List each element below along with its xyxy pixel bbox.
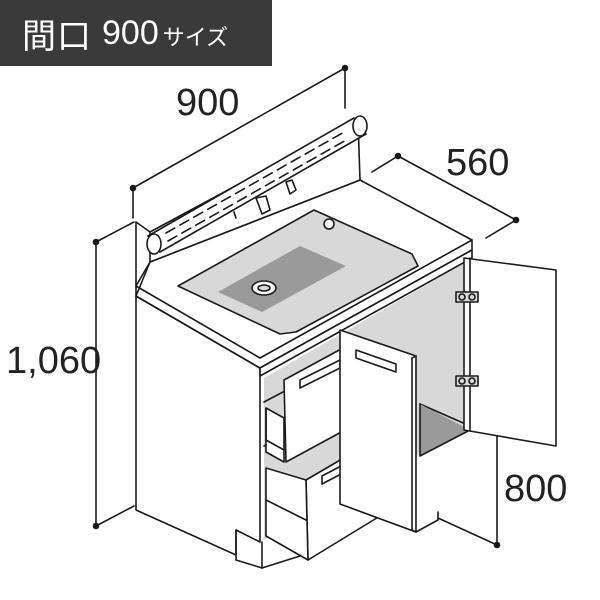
hinge-top-icon	[455, 291, 479, 303]
banner-label: 間口	[22, 17, 92, 56]
depth-dimension-line	[371, 152, 520, 239]
banner-unit: サイズ	[162, 25, 229, 50]
width-dimension-line	[129, 64, 349, 219]
faucet-icon	[233, 179, 297, 219]
upper-drawer[interactable]	[265, 341, 357, 463]
height-dimension-line	[92, 221, 135, 530]
width-dimension-label: 900	[176, 82, 240, 124]
counter-height-dimension-label: 800	[504, 468, 568, 510]
right-door[interactable]	[455, 257, 557, 447]
depth-dimension-label: 560	[446, 142, 510, 184]
height-dimension-label: 1,060	[6, 340, 102, 382]
toe-kick	[261, 511, 439, 569]
front-fascia	[259, 249, 473, 377]
hinge-bottom-icon	[455, 375, 479, 387]
backsplash-shelf	[146, 115, 368, 255]
center-door-handle	[355, 349, 397, 373]
basin	[177, 209, 419, 335]
title-banner: 間口 900 サイズ	[0, 0, 272, 66]
center-door[interactable]	[339, 329, 417, 533]
banner-size: 900	[102, 13, 159, 52]
